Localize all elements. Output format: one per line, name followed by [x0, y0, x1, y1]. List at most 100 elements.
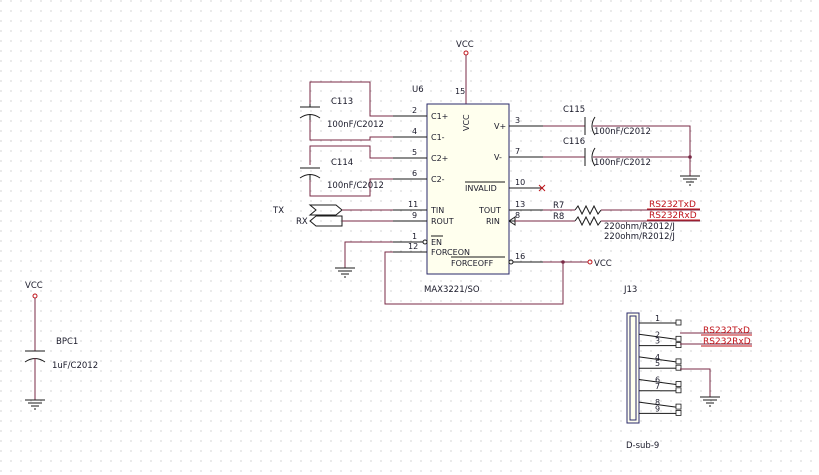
j13-net-rs232txd: RS232TxD [703, 326, 750, 336]
c113-ref: C113 [331, 97, 353, 107]
c116-ref: C116 [563, 137, 585, 147]
rx-label: RX [296, 217, 308, 227]
j13-pin-1-number: 1 [655, 314, 660, 323]
c113-value: 100nF/C2012 [327, 120, 384, 130]
vcc-label: VCC [456, 40, 474, 50]
j13-pin-5-end [675, 364, 682, 371]
j13-ref: J13 [623, 285, 637, 295]
u6-part: MAX3221/SO [424, 285, 480, 295]
forceon-forceoff-net: VCC [384, 251, 612, 305]
j13-pin-4-end [675, 358, 682, 365]
pin-en-name: EN [431, 238, 442, 247]
c114-value: 100nF/C2012 [327, 181, 384, 191]
j13-pin-6-end [675, 381, 682, 387]
pin-forceoff-name: FORCEOFF [451, 259, 494, 268]
pin-invalid-name: INVALID [465, 184, 497, 193]
j13-type: D-sub-9 [626, 441, 659, 451]
r7-ref: R7 [553, 201, 564, 211]
c114-ref: C114 [331, 158, 353, 168]
c115-value: 100nF/C2012 [594, 127, 651, 137]
u6-ic[interactable]: U6 MAX3221/SO VCC [412, 85, 510, 295]
bpc1-ref: BPC1 [56, 337, 78, 347]
vcc-symbol-u6: VCC [456, 40, 474, 104]
pin-forceon-name: FORCEON [431, 248, 470, 257]
pin-7-number: 7 [515, 147, 520, 156]
j13-pin-5-number: 5 [655, 359, 660, 368]
pin-9-number: 9 [412, 211, 417, 220]
connector-j13[interactable]: J13 D-sub-9 [623, 285, 659, 451]
net-label-rs232txd: RS232TxD [649, 200, 696, 210]
pin-12-number: 12 [408, 242, 418, 251]
pin-1-number: 1 [412, 232, 417, 241]
j13-nets: RS232TxD RS232RxD [680, 326, 752, 407]
bpc1-value: 1uF/C2012 [52, 361, 98, 371]
j13-pin-3-number: 3 [655, 337, 660, 346]
pin-c2p-name: C2+ [431, 154, 448, 163]
r7-value: 220ohm/R2012/J [604, 222, 675, 232]
pin-vminus-name: V- [494, 153, 502, 162]
pin-c1m-name: C1- [431, 133, 445, 142]
capacitor-bpc1[interactable]: VCC BPC1 1uF/C2012 [24, 281, 98, 410]
pin-15-number: 15 [455, 87, 465, 96]
j13-net-rs232rxd: RS232RxD [703, 337, 751, 347]
resistor-r8[interactable]: R8 220ohm/R2012/J [508, 212, 700, 242]
pin-c2m-name: C2- [431, 175, 445, 184]
capacitor-c113[interactable]: C113 100nF/C2012 [299, 81, 393, 141]
pin-rin-name: RIN [486, 217, 500, 226]
j13-pin-4-lead [638, 356, 677, 363]
port-rx[interactable]: RX [296, 215, 393, 227]
en-ground-net [335, 241, 393, 278]
port-tx[interactable]: TX [272, 204, 393, 216]
net-label-rs232rxd: RS232RxD [649, 211, 697, 221]
j13-pin-9-end [675, 409, 682, 416]
c115-ref: C115 [563, 105, 585, 115]
pin-4-number: 4 [412, 127, 417, 136]
u6-ref: U6 [412, 85, 424, 95]
capacitor-c115[interactable]: C115 100nF/C2012 [543, 105, 691, 157]
j13-pin-7-end [675, 387, 682, 394]
c116-value: 100nF/C2012 [594, 158, 651, 168]
j13-pin-8-lead [638, 401, 677, 408]
j13-pin-3-end [675, 342, 682, 349]
pin-13-number: 13 [515, 200, 525, 209]
vcc-label-bpc1: VCC [25, 281, 43, 291]
r8-value: 220ohm/R2012/J [604, 232, 675, 242]
pin-8-number: 8 [515, 211, 520, 220]
pin-3-number: 3 [515, 116, 520, 125]
tx-label: TX [272, 206, 284, 216]
pin-tin-name: TIN [430, 206, 444, 215]
pin-10-number: 10 [515, 178, 525, 187]
j13-pin-9-number: 9 [655, 404, 660, 413]
u6-vcc-pin-label: VCC [462, 114, 471, 131]
no-connect-invalid [538, 184, 546, 192]
j13-pin-6-number: 6 [655, 376, 660, 385]
pin-rout-name: ROUT [431, 217, 454, 226]
pin-16-number: 16 [515, 252, 525, 261]
j13-pin-8-end [675, 403, 682, 410]
u6-right-pins: 3 7 10 13 8 16 V+ V- INVALID TOUT RIN FO… [451, 116, 543, 268]
j13-pin-1-end [675, 319, 682, 326]
pin-tout-name: TOUT [478, 206, 501, 215]
pin-6-number: 6 [412, 169, 417, 178]
capacitor-c114[interactable]: C114 100nF/C2012 [299, 145, 393, 197]
ground-symbol-right [680, 175, 700, 186]
resistor-r7[interactable]: R7 220ohm/R2012/J [543, 201, 700, 232]
capacitor-c116[interactable]: C116 100nF/C2012 [543, 137, 692, 176]
j13-pin-6-lead [638, 379, 677, 385]
j13-pin-2-end [675, 335, 682, 342]
pin-5-number: 5 [412, 148, 417, 157]
r8-ref: R8 [553, 212, 564, 222]
j13-pin-2-lead [638, 333, 677, 340]
j13-pin-8-number: 8 [655, 398, 660, 407]
j13-pin-4-number: 4 [655, 353, 660, 362]
pin-vplus-name: V+ [494, 122, 506, 131]
vcc-label-forceoff: VCC [594, 259, 612, 269]
pin-2-number: 2 [412, 106, 417, 115]
pin-c1p-name: C1+ [431, 112, 448, 121]
u6-left-pins: 2 4 5 6 11 9 1 12 C1+ C1- C2+ C2- TIN RO… [393, 106, 470, 257]
j13-pin-7-number: 7 [655, 382, 660, 391]
